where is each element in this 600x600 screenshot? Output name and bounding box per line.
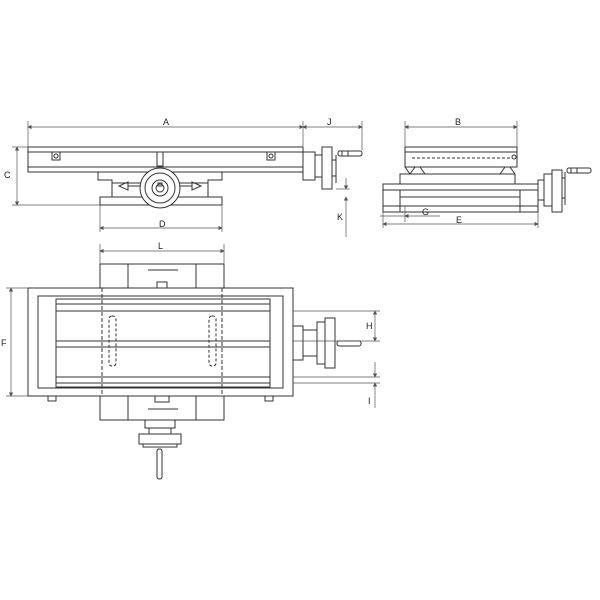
dim-label-i: I [368, 396, 371, 406]
top-view-dimensions [6, 244, 380, 408]
side-view [27, 146, 363, 209]
end-view [382, 146, 592, 213]
side-view-dimensions [12, 121, 363, 237]
dim-label-b: B [455, 117, 461, 127]
dim-label-k: K [337, 212, 343, 222]
top-view [27, 263, 362, 480]
dim-label-d: D [159, 219, 166, 229]
dim-label-a: A [163, 117, 169, 127]
dim-label-f: F [1, 338, 7, 348]
dim-label-e: E [456, 215, 462, 225]
dim-label-l: L [158, 241, 163, 251]
dim-label-c: C [4, 170, 11, 180]
dim-label-h: H [366, 321, 373, 331]
end-view-dimensions [380, 121, 539, 228]
dim-label-g: G [422, 207, 429, 217]
dim-label-j: J [327, 117, 332, 127]
